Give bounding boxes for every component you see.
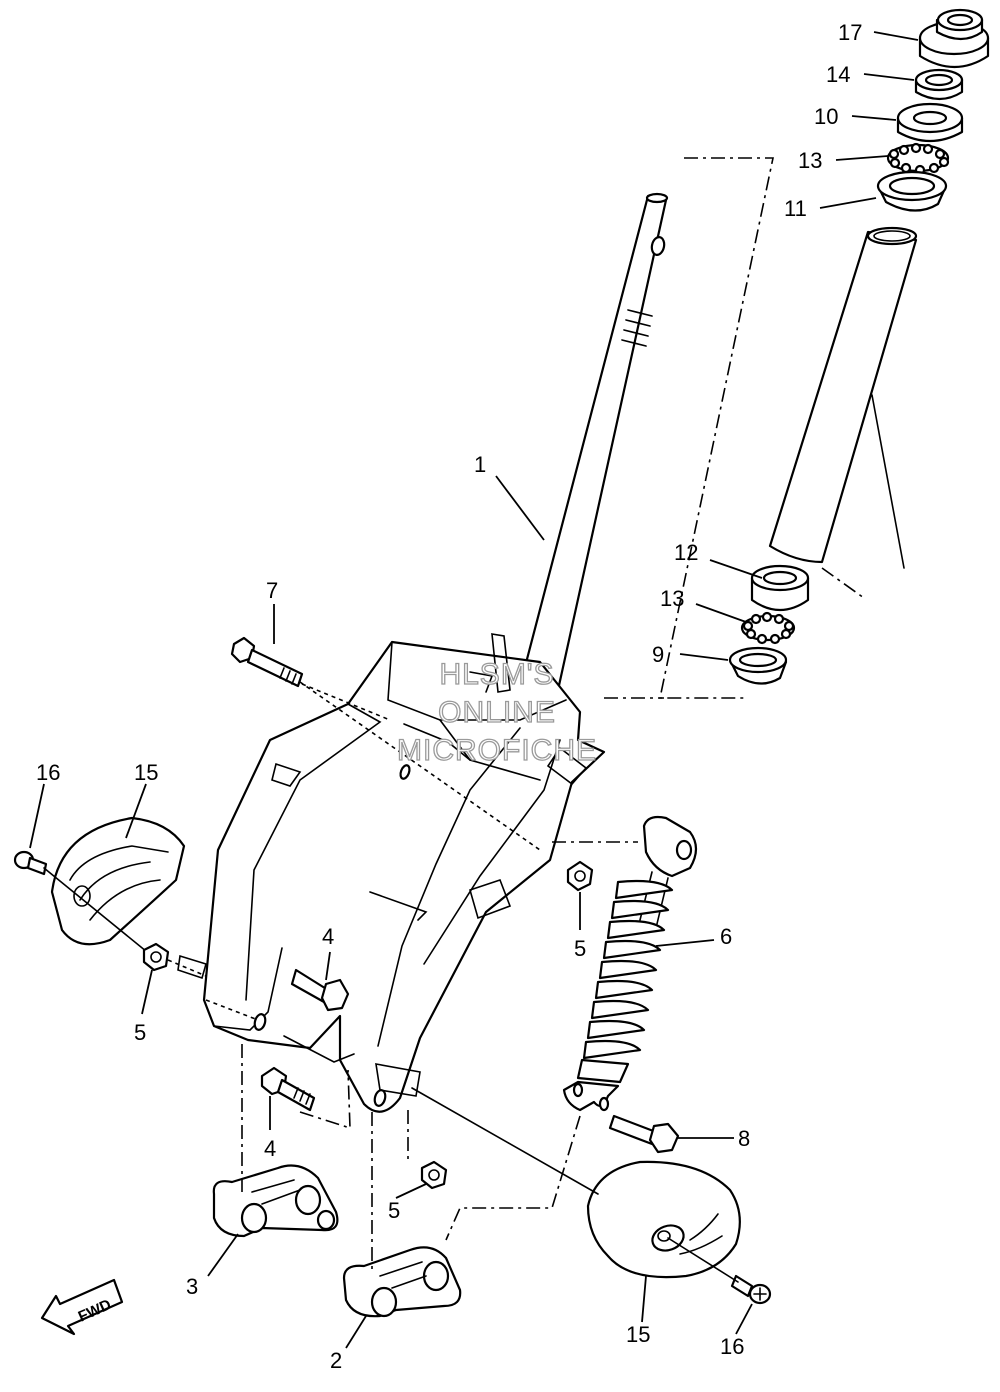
part-11-upper-cone <box>876 170 948 212</box>
part-14-ring-nut <box>914 68 964 101</box>
watermark-line-3: MICROFICHE <box>397 734 597 767</box>
callout-15-left: 15 <box>134 760 158 785</box>
part-9-lower-race <box>728 646 788 685</box>
part-10-upper-race <box>896 102 964 142</box>
head-pipe-reference-line <box>871 394 905 569</box>
watermark-line-2: ONLINE <box>438 696 556 729</box>
part-13-ball-bearing-lower <box>740 611 796 645</box>
callout-4-lower: 4 <box>264 1136 276 1161</box>
part-7-bolt <box>230 636 304 688</box>
callout-16-right: 16 <box>720 1334 744 1359</box>
pivot-axis-lower <box>205 999 259 1021</box>
head-pipe-centerline <box>821 567 865 599</box>
leader-lines <box>29 31 919 1349</box>
callout-5-lower: 5 <box>388 1198 400 1223</box>
callout-16-left: 16 <box>36 760 60 785</box>
callout-2: 2 <box>330 1348 342 1373</box>
pivot-to-cover-axis <box>411 1087 599 1195</box>
callout-labels: 17 14 10 13 11 1 12 13 9 7 16 15 5 4 5 6… <box>36 20 862 1373</box>
callout-5-right: 5 <box>574 936 586 961</box>
callout-15-right: 15 <box>626 1322 650 1347</box>
nut-5-left-axis <box>167 959 207 977</box>
guide-line-shock-bottom <box>445 1115 581 1241</box>
callout-11: 11 <box>784 196 807 221</box>
cover-left-axis <box>43 867 153 957</box>
callout-8: 8 <box>738 1126 750 1151</box>
part-5-nut-right <box>566 860 594 892</box>
callout-13-upper: 13 <box>798 148 822 173</box>
guide-line-bolt-4 <box>299 1069 351 1130</box>
callout-12: 12 <box>674 540 698 565</box>
part-3-mounting-bracket <box>212 1164 339 1238</box>
part-6-shock-absorber <box>562 815 698 1112</box>
part-1-steering-stem <box>518 192 669 692</box>
fwd-arrow-icon: FWD <box>40 1278 124 1336</box>
callout-3: 3 <box>186 1274 198 1299</box>
head-pipe-tube <box>768 226 918 564</box>
stem-assembly-outline <box>659 157 774 699</box>
part-16-screw-left <box>13 850 48 876</box>
callout-1: 1 <box>474 452 486 477</box>
part-16-screw-right <box>730 1274 772 1305</box>
part-5-nut-left <box>142 942 170 972</box>
part-15-right-cover <box>586 1160 741 1279</box>
callout-6: 6 <box>720 924 732 949</box>
cover-right-axis <box>667 1237 739 1283</box>
front-swing-arm-body <box>177 633 606 1113</box>
callout-5-left: 5 <box>134 1020 146 1045</box>
callout-14: 14 <box>826 62 850 87</box>
watermark-line-1: HLSM'S <box>439 658 554 691</box>
callout-7: 7 <box>266 578 278 603</box>
part-8-bolt <box>608 1114 680 1154</box>
part-12-lower-cone <box>750 564 810 611</box>
part-17-bearing-cover <box>918 8 990 68</box>
part-5-nut-lower <box>420 1160 448 1190</box>
part-4-bolt-lower <box>260 1066 316 1112</box>
callout-4-upper: 4 <box>322 924 334 949</box>
pivot-axis-upper <box>299 681 541 851</box>
watermark: HLSM'S ONLINE MICROFICHE <box>396 657 597 767</box>
part-4-bolt-upper <box>290 968 350 1012</box>
part-15-left-cover <box>50 816 186 946</box>
callout-13-lower: 13 <box>660 586 684 611</box>
callout-17: 17 <box>838 20 862 45</box>
callout-9: 9 <box>652 642 664 667</box>
part-13-ball-bearing-upper <box>886 142 950 176</box>
part-2-mounting-bracket <box>342 1246 462 1318</box>
callout-10: 10 <box>814 104 838 129</box>
